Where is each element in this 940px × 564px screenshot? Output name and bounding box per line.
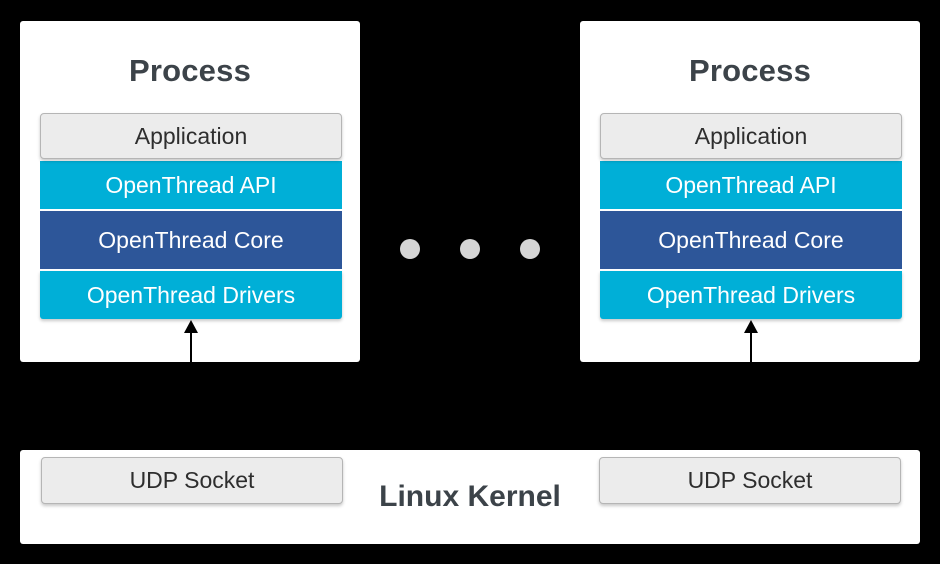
layer-openthread-drivers-right[interactable]: OpenThread Drivers <box>600 271 902 319</box>
arrow-shaft <box>190 330 192 364</box>
arrow-head-up-icon <box>184 320 198 333</box>
ellipsis-dots <box>400 239 540 259</box>
drivers-to-udp-socket-arrow-right <box>743 320 759 364</box>
ellipsis-dot-icon <box>460 239 480 259</box>
process-card-left: Process Application OpenThread API OpenT… <box>20 21 360 362</box>
layer-application-right[interactable]: Application <box>600 113 902 159</box>
process-title-left: Process <box>128 53 252 88</box>
layer-openthread-core-right[interactable]: OpenThread Core <box>600 211 902 269</box>
udp-socket-box-left[interactable]: UDP Socket <box>41 457 343 504</box>
linux-kernel-title: Linux Kernel <box>379 480 561 513</box>
udp-socket-box-right[interactable]: UDP Socket <box>599 457 901 504</box>
arrow-head-up-icon <box>744 320 758 333</box>
arrow-shaft <box>750 330 752 364</box>
ellipsis-dot-icon <box>520 239 540 259</box>
process-card-right: Process Application OpenThread API OpenT… <box>580 21 920 362</box>
layer-openthread-api-left[interactable]: OpenThread API <box>40 161 342 209</box>
layer-application-left[interactable]: Application <box>40 113 342 159</box>
process-title-right: Process <box>688 53 812 88</box>
layer-openthread-core-left[interactable]: OpenThread Core <box>40 211 342 269</box>
ellipsis-dot-icon <box>400 239 420 259</box>
layer-openthread-drivers-left[interactable]: OpenThread Drivers <box>40 271 342 319</box>
layer-stack-left: Application OpenThread API OpenThread Co… <box>40 113 342 319</box>
layer-openthread-api-right[interactable]: OpenThread API <box>600 161 902 209</box>
linux-kernel-bar: Linux Kernel UDP Socket UDP Socket <box>20 450 920 544</box>
layer-stack-right: Application OpenThread API OpenThread Co… <box>600 113 902 319</box>
drivers-to-udp-socket-arrow-left <box>183 320 199 364</box>
